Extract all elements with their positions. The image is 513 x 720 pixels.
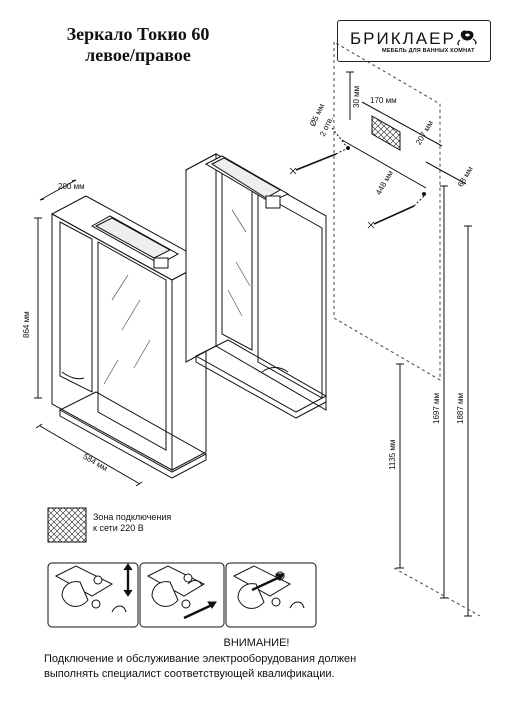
dim-zone-170: 170 мм [370, 96, 397, 105]
brand-logo: БРИКЛАЕР МЕБЕЛЬ ДЛЯ ВАННЫХ КОМНАТ [337, 20, 491, 62]
warning-text: Подключение и обслуживание электрооборуд… [44, 652, 456, 682]
document-title: Зеркало Токио 60 левое/правое [48, 24, 228, 66]
title-line-1: Зеркало Токио 60 [66, 24, 210, 44]
brand-name: БРИКЛАЕР [350, 29, 456, 48]
warning-title: ВНИМАНИЕ! [223, 637, 290, 649]
right-cabinet [184, 153, 328, 419]
hinge-adjustment-panels [47, 562, 317, 628]
brand-tagline: МЕБЕЛЬ ДЛЯ ВАННЫХ КОМНАТ [382, 48, 475, 54]
dim-floor-1135: 1135 мм [388, 439, 397, 470]
warning-line-1: Подключение и обслуживание электрооборуд… [44, 653, 357, 665]
connection-zone-swatch [47, 507, 87, 543]
warning-line-2: выполнять специалист соответствующей ква… [44, 668, 335, 680]
connection-zone-legend: Зона подключения к сети 220 В [93, 512, 171, 534]
legend-line-1: Зона подключения [93, 512, 172, 522]
dim-floor-1887: 1887 мм [456, 392, 465, 424]
title-line-2: левое/правое [85, 45, 191, 65]
rose-icon [457, 30, 477, 46]
dim-height: 864 мм [22, 311, 31, 338]
dim-offset-30: 30 мм [352, 85, 361, 108]
dim-floor-1697: 1697 мм [432, 392, 441, 424]
legend-line-2: к сети 220 В [93, 523, 144, 533]
dim-depth: 200 мм [58, 182, 85, 191]
left-cabinet [50, 195, 208, 479]
